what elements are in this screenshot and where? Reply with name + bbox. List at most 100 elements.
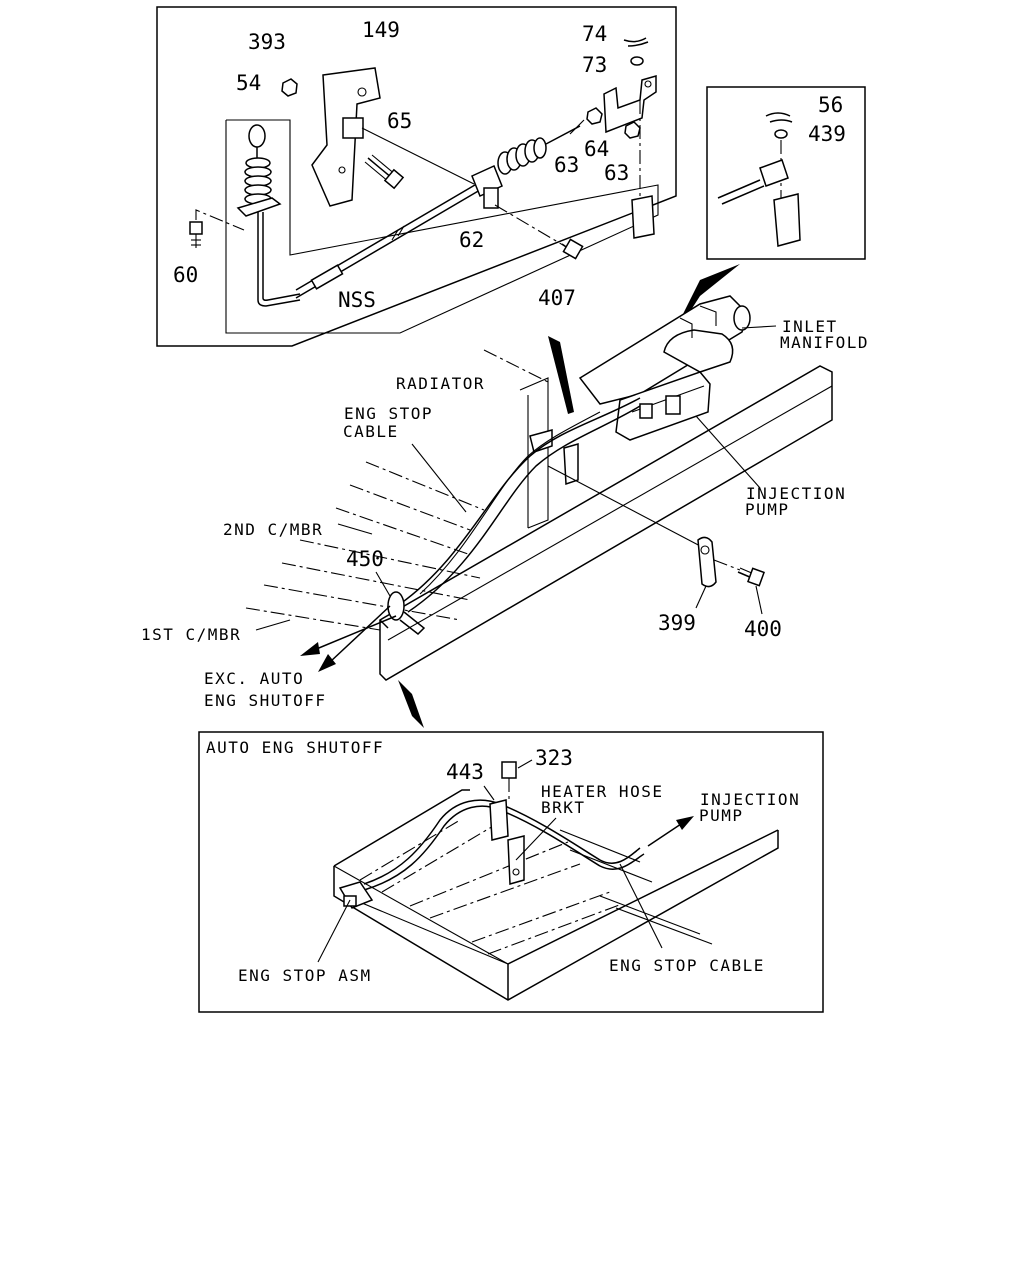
callout-407: 407 <box>538 286 576 310</box>
injection-pump <box>615 371 711 441</box>
lever-clevis <box>759 159 789 187</box>
frame-rail-inner <box>333 865 509 965</box>
callout-65: 65 <box>387 109 412 133</box>
callout-73: 73 <box>582 53 607 77</box>
screw-60 <box>189 221 203 248</box>
callout-62: 62 <box>459 228 484 252</box>
cross-member-line <box>409 841 569 907</box>
cotter-pin-56 <box>765 112 793 123</box>
screw-guide <box>195 209 245 231</box>
clamp-450 <box>387 591 405 621</box>
bolt-guide <box>713 559 741 571</box>
cross-member-line <box>365 461 485 511</box>
leader <box>515 817 557 861</box>
pump-lever-inset <box>706 86 866 260</box>
bracket-hole <box>357 87 367 97</box>
label-eng-stop-cable-1: ENG STOP <box>344 404 433 423</box>
label-radiator: RADIATOR <box>396 374 485 393</box>
callout-64: 64 <box>584 137 609 161</box>
callout-nss: NSS <box>338 288 376 312</box>
auto-shutoff-inset <box>198 731 824 1013</box>
label-eng-stop-asm: ENG STOP ASM <box>238 966 372 985</box>
stop-knob-spring-54 <box>236 124 301 307</box>
cable-bracket <box>529 429 553 453</box>
callout-439: 439 <box>808 122 846 146</box>
bracket-plate <box>342 117 364 139</box>
clip-hole <box>700 545 710 555</box>
label-1st-cmbr: 1ST C/MBR <box>141 625 241 644</box>
cross-member-line <box>263 584 461 621</box>
cross-member-line <box>349 484 471 531</box>
leader <box>483 785 495 801</box>
callout-56: 56 <box>818 93 843 117</box>
callout-400: 400 <box>744 617 782 641</box>
callout-63-left: 63 <box>554 153 579 177</box>
nss-cable <box>295 181 481 299</box>
nut-393 <box>281 78 298 97</box>
callout-54: 54 <box>236 71 261 95</box>
bracket-hole <box>644 80 652 88</box>
washer-73 <box>630 56 644 66</box>
cross-member-line <box>381 821 501 893</box>
lever-arm <box>773 193 801 247</box>
exc-auto-arrow <box>300 605 397 672</box>
leader <box>337 523 373 535</box>
cable-boot-62 <box>471 119 585 209</box>
injection-pump-arrowhead <box>676 816 694 830</box>
cross-member-line <box>359 819 461 881</box>
label-heater-hose-1: HEATER HOSE <box>541 782 663 801</box>
callout-399: 399 <box>658 611 696 635</box>
eng-stop-cable <box>407 405 641 613</box>
support-bracket <box>563 443 579 486</box>
label-inlet-manifold-1: INLET <box>782 317 838 336</box>
label-injection-pump-inset-1: INJECTION <box>700 790 800 809</box>
callout-323: 323 <box>535 746 573 770</box>
leader <box>741 325 777 329</box>
leader <box>411 443 467 513</box>
cotter-pin-74 <box>623 37 649 47</box>
cross-member-line <box>599 895 701 935</box>
cross-member-line <box>615 907 713 945</box>
cross-member-line <box>299 539 481 579</box>
nut-63-right <box>624 121 641 139</box>
right-inset-frame <box>706 86 866 260</box>
bolt-400 <box>737 567 765 587</box>
radiator-outline <box>519 377 549 529</box>
leader <box>375 571 391 597</box>
cross-member-line <box>245 607 381 631</box>
leader <box>695 585 707 609</box>
washer-439 <box>774 129 788 139</box>
bolt-323-head <box>501 761 517 779</box>
leader <box>317 899 351 963</box>
cross-member-line <box>281 562 471 601</box>
leader <box>255 619 291 631</box>
zoom-wedge-top <box>548 336 574 414</box>
callout-450: 450 <box>346 547 384 571</box>
callout-149: 149 <box>362 18 400 42</box>
main-chassis-view <box>245 295 833 681</box>
zoom-wedge-bottom <box>398 680 424 728</box>
clamp-450-tab <box>399 611 426 635</box>
frame-rail-top <box>507 829 779 965</box>
label-exc-auto-1: EXC. AUTO <box>204 669 304 688</box>
frame-rail-inner <box>349 897 509 965</box>
cable-bracket-64 <box>603 75 657 134</box>
bolt-65 <box>364 154 405 190</box>
leader <box>517 759 533 769</box>
callout-443: 443 <box>446 760 484 784</box>
cross-member-line <box>335 507 469 555</box>
top-detail-inset <box>156 6 677 347</box>
label-injection-pump-inset-2: PUMP <box>699 806 744 825</box>
leader <box>619 863 663 949</box>
label-2nd-cmbr: 2ND C/MBR <box>223 520 323 539</box>
label-eng-stop-cable-2: CABLE <box>343 422 399 441</box>
nut-63-left <box>586 107 603 125</box>
label-injection-pump-2: PUMP <box>745 500 790 519</box>
label-exc-auto-2: ENG SHUTOFF <box>204 691 326 710</box>
bolt-407 <box>561 238 584 260</box>
sub-view-outline <box>225 119 659 334</box>
label-injection-pump-1: INJECTION <box>746 484 846 503</box>
inlet-manifold <box>578 295 751 405</box>
pump-lever-stub <box>631 195 655 239</box>
